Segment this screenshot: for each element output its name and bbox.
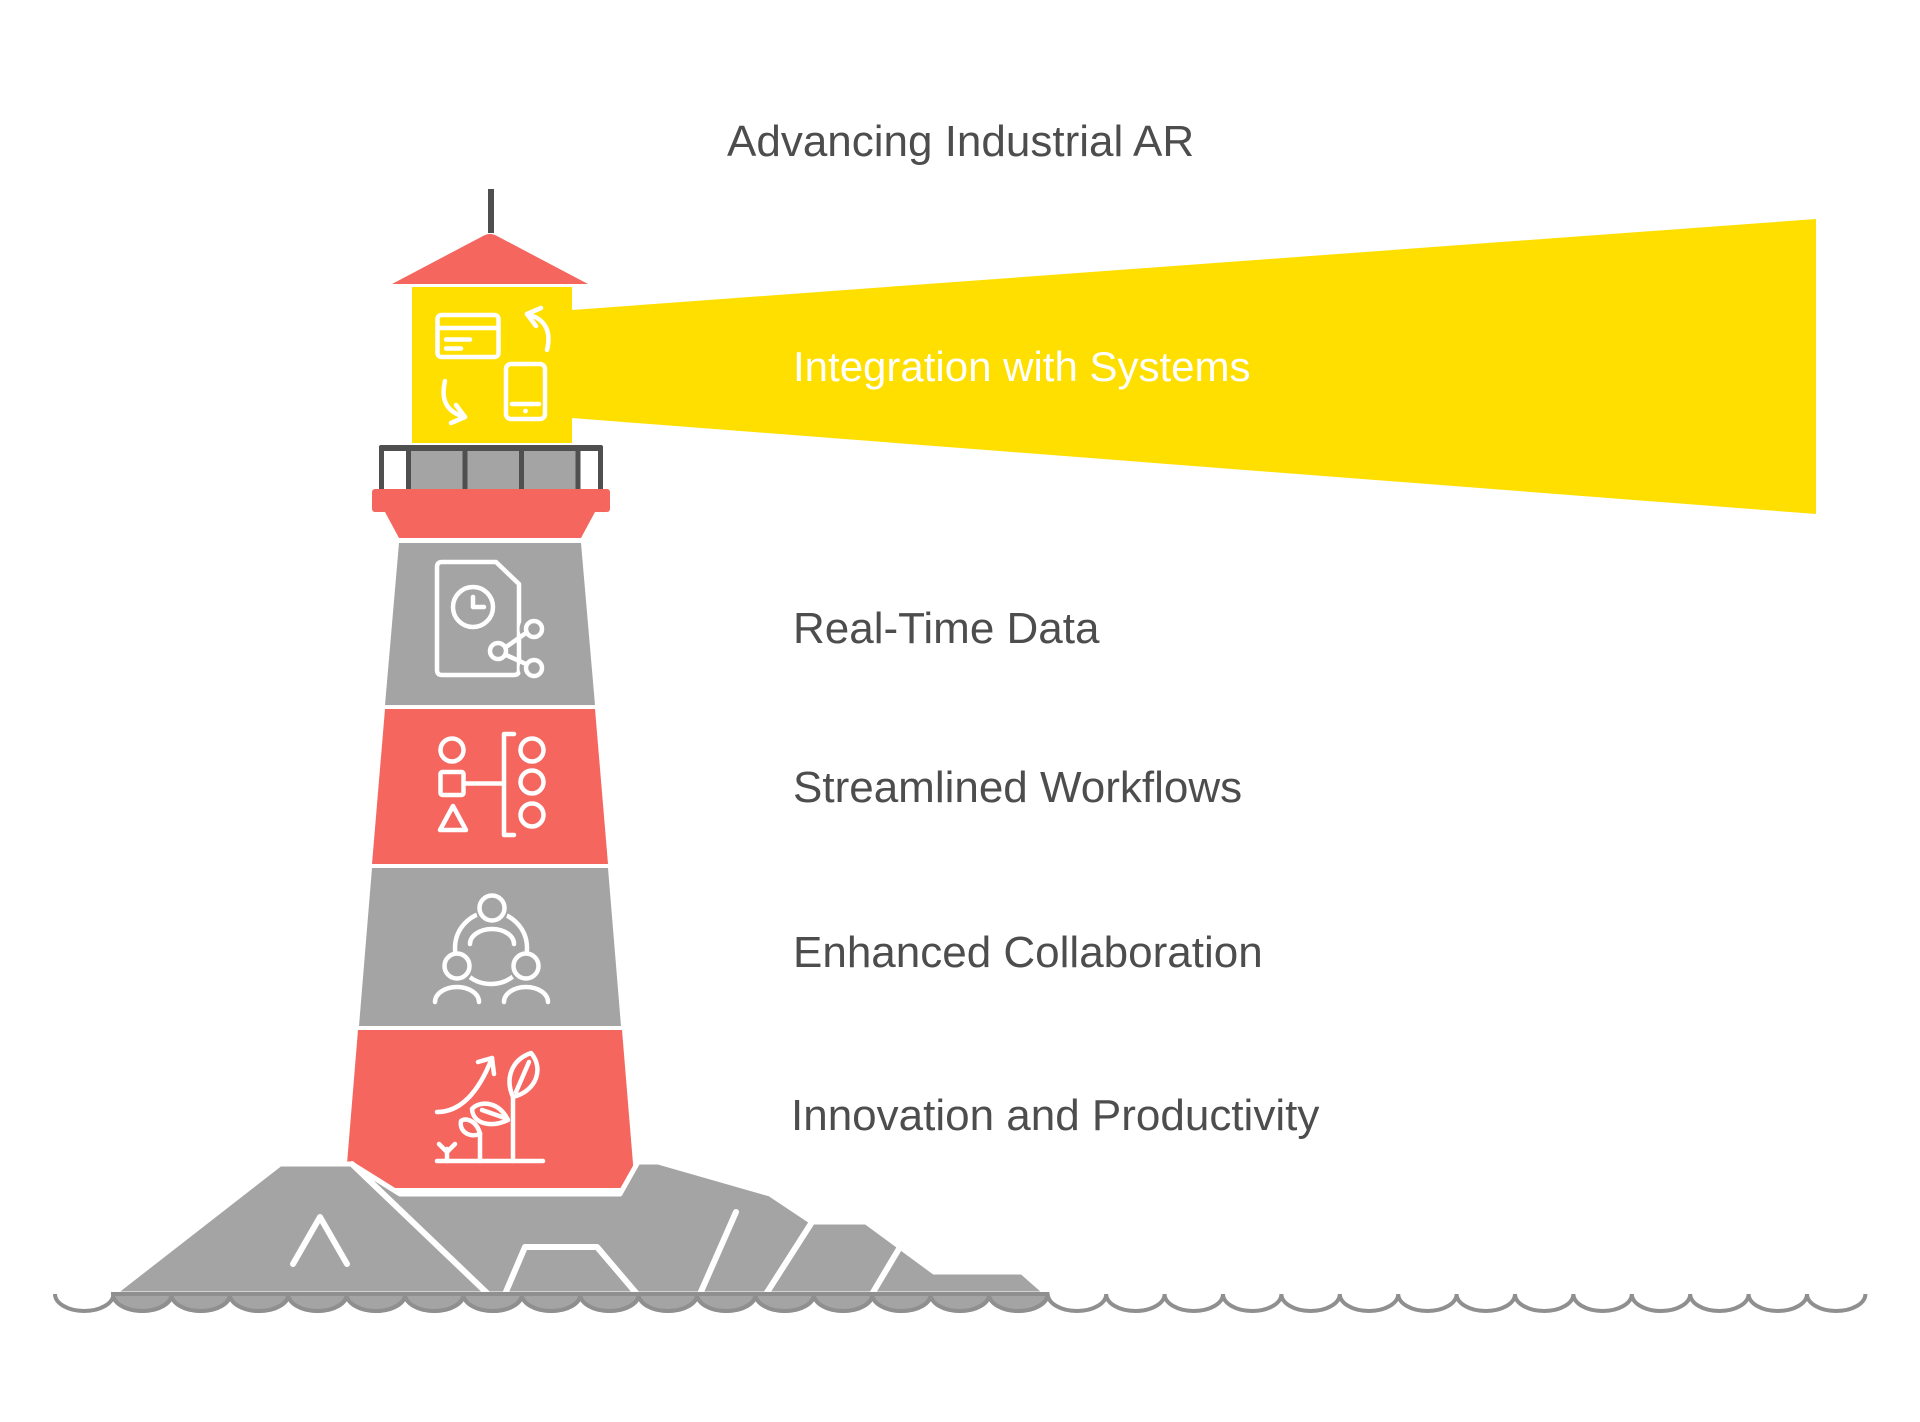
person-head bbox=[477, 893, 507, 923]
person-shoulders bbox=[467, 926, 517, 947]
level-label-enhanced-collaboration: Enhanced Collaboration bbox=[793, 928, 1263, 977]
leaf-middle bbox=[469, 1101, 511, 1127]
gallery-railing bbox=[379, 445, 603, 489]
rising-arrow bbox=[434, 1055, 495, 1115]
phone-shape bbox=[503, 361, 548, 422]
segment-streamlined-workflows bbox=[372, 709, 608, 864]
watch-room bbox=[385, 512, 595, 538]
segment-innovation-productivity bbox=[345, 1030, 635, 1188]
device-sync-icon bbox=[435, 305, 551, 426]
person-head bbox=[442, 951, 472, 981]
level-label-innovation-productivity: Innovation and Productivity bbox=[791, 1091, 1320, 1140]
beam-label: Integration with Systems bbox=[793, 343, 1251, 390]
share-node bbox=[523, 618, 545, 640]
tower-platform bbox=[372, 489, 610, 512]
rocky-island bbox=[110, 1159, 1050, 1313]
sync-arrow-up bbox=[524, 311, 551, 353]
level-label-real-time-data: Real-Time Data bbox=[793, 604, 1100, 653]
lighthouse-mast bbox=[488, 189, 494, 233]
person-head bbox=[511, 951, 541, 981]
segment-real-time-data bbox=[385, 543, 595, 705]
level-label-streamlined-workflows: Streamlined Workflows bbox=[793, 763, 1243, 812]
lantern-room bbox=[412, 287, 572, 443]
page-title: Advancing Industrial AR bbox=[727, 117, 1195, 166]
gallery-deck bbox=[408, 451, 576, 489]
leaf-large bbox=[507, 1050, 540, 1100]
lantern-roof bbox=[392, 234, 588, 284]
person-shoulders bbox=[501, 984, 551, 1005]
card-shape bbox=[435, 312, 501, 360]
workflow-mapping-icon bbox=[437, 731, 546, 838]
segment-enhanced-collaboration bbox=[359, 868, 621, 1026]
leaf-small bbox=[458, 1117, 483, 1138]
light-beam bbox=[572, 219, 1816, 514]
share-node bbox=[487, 640, 509, 662]
people-collaboration-icon bbox=[432, 893, 551, 1005]
sprout bbox=[436, 1141, 458, 1164]
sync-arrow-down bbox=[441, 378, 468, 420]
document-clock-share-icon bbox=[434, 559, 549, 683]
rock-base-scallops bbox=[110, 1292, 1050, 1313]
person-shoulders bbox=[432, 984, 482, 1005]
share-node bbox=[523, 657, 545, 679]
clock-shape bbox=[450, 584, 496, 630]
rock-crevices bbox=[290, 1161, 903, 1297]
growth-plants-arrow-icon bbox=[434, 1050, 546, 1164]
document-shape bbox=[434, 559, 522, 678]
